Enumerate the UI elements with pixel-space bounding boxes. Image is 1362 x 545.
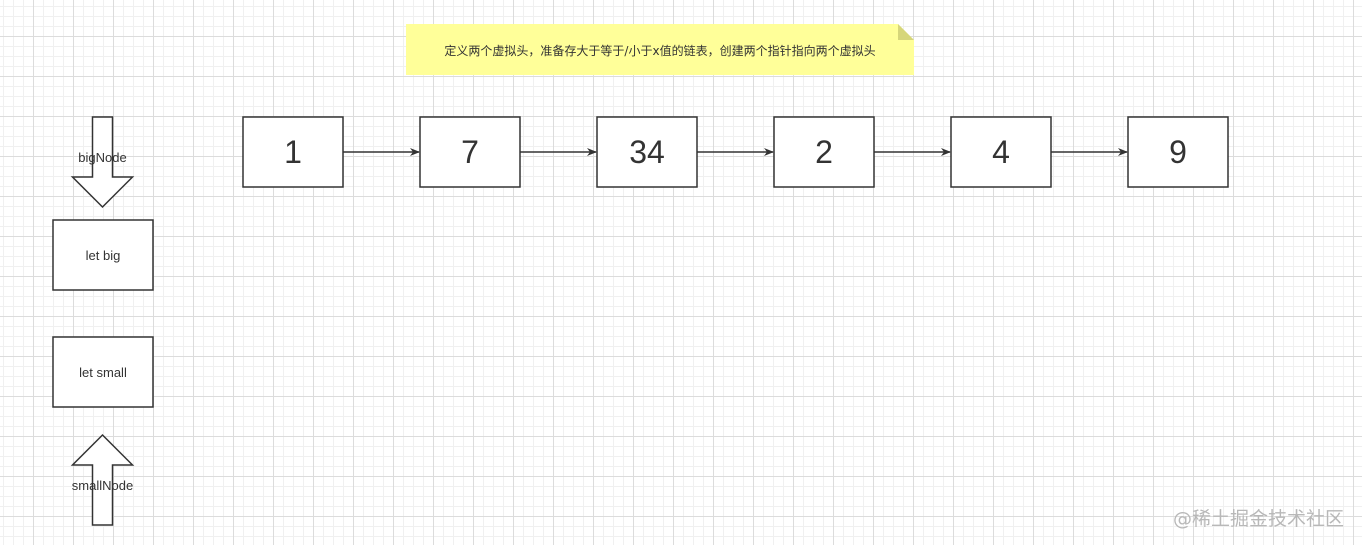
list-node-value: 4: [992, 134, 1010, 170]
list-node-box: [950, 116, 1052, 188]
list-node-value: 2: [815, 134, 833, 170]
list-node-value: 1: [284, 134, 302, 170]
big-node-label: bigNode: [78, 150, 126, 165]
list-node-box: [1127, 116, 1229, 188]
list-node-value: 7: [461, 134, 479, 170]
note-fold: [898, 24, 914, 40]
list-node-value: 34: [629, 134, 665, 170]
small-node-arrow: [70, 433, 135, 526]
small-node-label: smallNode: [72, 478, 133, 493]
list-node-box: [419, 116, 521, 188]
linked-list: 1 7 34 2 4 9: [242, 116, 1229, 188]
list-node-box: [773, 116, 875, 188]
note[interactable]: 定义两个虚拟头，准备存大于等于/小于x值的链表，创建两个指针指向两个虚拟头: [406, 24, 914, 75]
list-node[interactable]: 1: [242, 116, 344, 188]
list-node[interactable]: 9: [1127, 116, 1229, 188]
small-box[interactable]: let small: [52, 336, 154, 408]
list-node[interactable]: 34: [596, 116, 698, 188]
list-node[interactable]: 4: [950, 116, 1052, 188]
big-box-label: let big: [86, 248, 121, 263]
note-text: 定义两个虚拟头，准备存大于等于/小于x值的链表，创建两个指针指向两个虚拟头: [444, 43, 875, 58]
big-node-pointer[interactable]: bigNode: [70, 116, 135, 209]
list-node-box: [596, 116, 698, 188]
small-box-rect: [52, 336, 154, 408]
big-box[interactable]: let big: [52, 219, 154, 291]
small-box-label: let small: [79, 365, 127, 380]
big-node-arrow: [70, 116, 135, 209]
list-node[interactable]: 7: [419, 116, 521, 188]
big-box-rect: [52, 219, 154, 291]
note-body: [406, 24, 914, 75]
list-node-value: 9: [1169, 134, 1187, 170]
list-node[interactable]: 2: [773, 116, 875, 188]
watermark: @稀土掘金技术社区: [1172, 508, 1344, 530]
small-node-pointer[interactable]: smallNode: [70, 433, 135, 526]
